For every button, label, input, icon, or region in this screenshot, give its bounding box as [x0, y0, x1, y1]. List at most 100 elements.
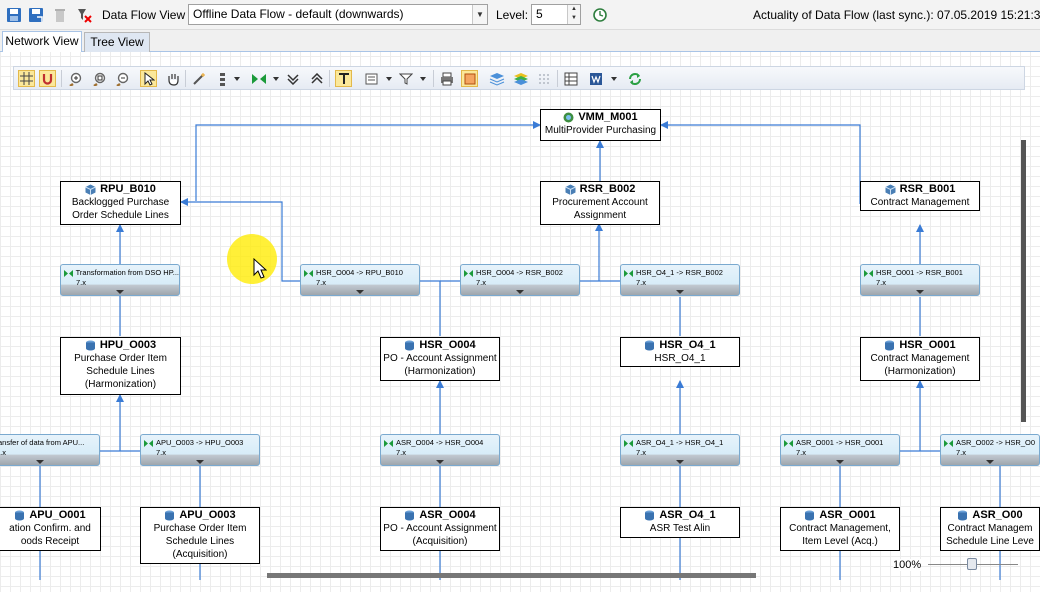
transformation-hsr-o004-rsr-b002[interactable]: HSR_O004 -> RSR_B002 7.x: [460, 264, 580, 296]
node-description: Contract Management (Harmonization): [861, 352, 979, 378]
node-name: HPU_O003: [100, 339, 156, 352]
transformation-asr-o004-hsr-o004[interactable]: ASR_O004 -> HSR_O004 7.x: [380, 434, 500, 466]
delete-icon[interactable]: [51, 6, 69, 24]
transformation-version: 7.x: [64, 278, 179, 288]
node-description: Contract Managem Schedule Line Leve: [941, 522, 1039, 548]
transformation-icon: [64, 270, 73, 277]
node-asr-o004[interactable]: ASR_O004 PO - Account Assignment (Acquis…: [380, 507, 500, 551]
node-rpu-b010[interactable]: RPU_B010 Backlogged Purchase Order Sched…: [60, 181, 181, 225]
vertical-scrollbar[interactable]: [1021, 140, 1026, 422]
transformation-asr-o4-1-hsr-o4-1[interactable]: ASR_O4_1 -> HSR_O4_1 7.x: [620, 434, 740, 466]
transformation-apu-o003-hpu-o003[interactable]: APU_O003 -> HPU_O003 7.x: [140, 434, 260, 466]
node-hpu-o003[interactable]: HPU_O003 Purchase Order Item Schedule Li…: [60, 337, 181, 395]
transformation-label: ASR_O4_1 -> HSR_O4_1: [636, 438, 723, 448]
transformation-version: 7.x: [864, 278, 979, 288]
expand-arrow-icon[interactable]: [36, 460, 44, 464]
transformation-label: HSR_O4_1 -> RSR_B002: [636, 268, 723, 278]
data-flow-view-value: Offline Data Flow - default (downwards): [193, 7, 404, 21]
dso-icon: [644, 510, 655, 521]
node-name: ASR_O001: [819, 509, 875, 522]
transformation-icon: [944, 440, 953, 447]
expand-arrow-icon[interactable]: [836, 460, 844, 464]
transformation-label: ASR_O002 -> HSR_O0: [956, 438, 1035, 448]
level-label: Level:: [496, 8, 528, 22]
node-apu-o001[interactable]: APU_O001 ation Confirm. and oods Receipt: [0, 507, 101, 551]
transformation-apu-o001[interactable]: ansfer of data from APU... 7.x: [0, 434, 100, 466]
tab-network-view-label: Network View: [5, 34, 78, 48]
transformation-hsr-o004-rpu-b010[interactable]: HSR_O004 -> RPU_B010 7.x: [300, 264, 420, 296]
transformation-version: 7.x: [144, 448, 259, 458]
connector-line: [196, 125, 540, 201]
clear-filter-icon[interactable]: [75, 6, 93, 24]
transformation-label: APU_O003 -> HPU_O003: [156, 438, 243, 448]
level-value: 5: [536, 7, 543, 21]
expand-arrow-icon[interactable]: [436, 460, 444, 464]
save-icon[interactable]: [5, 6, 23, 24]
cube-icon: [565, 184, 576, 195]
node-name: VMM_M001: [578, 111, 637, 124]
transformation-icon: [624, 440, 633, 447]
node-vmm-m001[interactable]: VMM_M001 MultiProvider Purchasing: [540, 109, 661, 141]
horizontal-scrollbar[interactable]: [267, 573, 756, 578]
transformation-hsr-o4-1-rsr-b002[interactable]: HSR_O4_1 -> RSR_B002 7.x: [620, 264, 740, 296]
node-description: HSR_O4_1: [621, 352, 739, 365]
mouse-pointer-icon: [253, 258, 267, 280]
level-stepper[interactable]: ▲▼: [567, 5, 580, 24]
expand-arrow-icon[interactable]: [676, 290, 684, 294]
node-rsr-b001[interactable]: RSR_B001 Contract Management: [860, 181, 980, 211]
save-as-icon[interactable]: [27, 6, 45, 24]
data-flow-view-select[interactable]: Offline Data Flow - default (downwards) …: [188, 4, 488, 25]
clock-icon[interactable]: [591, 6, 609, 24]
dso-icon: [14, 510, 25, 521]
dso-icon: [404, 340, 415, 351]
chevron-down-icon[interactable]: ▼: [472, 5, 487, 24]
dso-icon: [164, 510, 175, 521]
expand-arrow-icon[interactable]: [676, 460, 684, 464]
node-name: HSR_O004: [419, 339, 475, 352]
expand-arrow-icon[interactable]: [116, 290, 124, 294]
expand-arrow-icon[interactable]: [916, 290, 924, 294]
zoom-slider-thumb[interactable]: [967, 558, 977, 570]
transformation-version: 7.x: [784, 448, 899, 458]
network-diagram-canvas[interactable]: VMM_M001 MultiProvider Purchasing RPU_B0…: [0, 52, 1040, 592]
node-hsr-o004[interactable]: HSR_O004 PO - Account Assignment (Harmon…: [380, 337, 500, 381]
node-description: MultiProvider Purchasing: [541, 124, 660, 137]
node-asr-o002[interactable]: ASR_O00 Contract Managem Schedule Line L…: [940, 507, 1040, 551]
dso-icon: [884, 340, 895, 351]
transformation-version: 7.x: [464, 278, 579, 288]
node-asr-o001[interactable]: ASR_O001 Contract Management, Item Level…: [780, 507, 900, 551]
expand-arrow-icon[interactable]: [196, 460, 204, 464]
transformation-hpu-to-rpu[interactable]: Transformation from DSO HP... 7.x: [60, 264, 180, 296]
level-spinner[interactable]: 5 ▲▼: [531, 4, 581, 25]
tab-tree-view-label: Tree View: [90, 35, 143, 49]
node-description: PO - Account Assignment (Harmonization): [381, 352, 499, 378]
dso-icon: [804, 510, 815, 521]
node-rsr-b002[interactable]: RSR_B002 Procurement Account Assignment: [540, 181, 660, 225]
transformation-icon: [864, 270, 873, 277]
node-asr-o4-1[interactable]: ASR_O4_1 ASR Test Alin: [620, 507, 740, 538]
node-hsr-o4-1[interactable]: HSR_O4_1 HSR_O4_1: [620, 337, 740, 367]
transformation-asr-o002-hsr-o001[interactable]: ASR_O002 -> HSR_O0 7.x: [940, 434, 1040, 466]
dso-icon: [644, 340, 655, 351]
node-name: RPU_B010: [100, 183, 156, 196]
expand-arrow-icon[interactable]: [516, 290, 524, 294]
node-hsr-o001[interactable]: HSR_O001 Contract Management (Harmonizat…: [860, 337, 980, 381]
expand-arrow-icon[interactable]: [356, 290, 364, 294]
node-name: APU_O001: [29, 509, 85, 522]
transformation-icon: [144, 440, 153, 447]
node-description: Purchase Order Item Schedule Lines (Harm…: [61, 352, 180, 391]
tab-network-view[interactable]: Network View: [2, 31, 82, 53]
transformation-asr-o001-hsr-o001[interactable]: ASR_O001 -> HSR_O001 7.x: [780, 434, 900, 466]
node-description: Procurement Account Assignment: [541, 196, 659, 222]
tab-tree-view[interactable]: Tree View: [84, 32, 150, 52]
transformation-label: HSR_O004 -> RPU_B010: [316, 268, 403, 278]
node-description: ation Confirm. and oods Receipt: [0, 522, 100, 548]
transformation-version: 7.x: [384, 448, 499, 458]
zoom-level: 100%: [893, 559, 921, 571]
data-flow-view-label: Data Flow View: [102, 8, 185, 22]
transformation-hsr-o001-rsr-b001[interactable]: HSR_O001 -> RSR_B001 7.x: [860, 264, 980, 296]
expand-arrow-icon[interactable]: [986, 460, 994, 464]
node-apu-o003[interactable]: APU_O003 Purchase Order Item Schedule Li…: [140, 507, 260, 564]
transformation-icon: [784, 440, 793, 447]
